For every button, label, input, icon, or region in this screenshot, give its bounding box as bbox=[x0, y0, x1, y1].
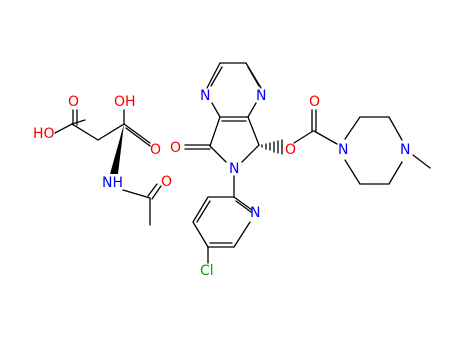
bond bbox=[209, 145, 227, 163]
nitrogen-label: N bbox=[256, 88, 266, 104]
bond bbox=[344, 116, 361, 140]
oxygen-label: O bbox=[161, 174, 172, 190]
oxygen-label: O bbox=[170, 140, 181, 156]
bond bbox=[196, 200, 211, 223]
stereo-wedge bbox=[110, 124, 124, 174]
bond bbox=[247, 66, 260, 87]
bond bbox=[209, 116, 221, 147]
bond bbox=[71, 119, 86, 125]
amine-label: NH bbox=[102, 175, 123, 191]
oxygen-label: O bbox=[68, 94, 79, 110]
nitrogen-label: N bbox=[250, 205, 260, 221]
oxygen-label: O bbox=[285, 142, 296, 158]
bond bbox=[122, 189, 151, 199]
bond bbox=[71, 123, 99, 141]
n-acetyl-aspartic-acid: HO O OH O NH O bbox=[33, 94, 172, 226]
nitrogen-label: N bbox=[400, 142, 410, 158]
nitrogen-label: N bbox=[200, 88, 210, 104]
bond bbox=[344, 159, 361, 185]
oxygen-label: O bbox=[150, 142, 161, 158]
bond bbox=[293, 130, 314, 144]
hydroxyl-label: HO bbox=[33, 126, 55, 142]
bond bbox=[233, 196, 253, 211]
stereo-hash bbox=[261, 139, 283, 155]
bond bbox=[206, 62, 221, 89]
bond bbox=[151, 185, 162, 200]
bond bbox=[192, 221, 209, 248]
bond bbox=[313, 130, 338, 145]
bond bbox=[54, 123, 73, 134]
oxygen-label: O bbox=[309, 94, 320, 110]
bond bbox=[147, 183, 158, 197]
hydroxyl-label: OH bbox=[114, 94, 136, 110]
bond bbox=[247, 116, 260, 146]
bond bbox=[125, 127, 151, 147]
bond bbox=[247, 102, 257, 118]
nitrogen-label: N bbox=[229, 161, 239, 177]
bond bbox=[388, 116, 403, 141]
bond bbox=[211, 102, 221, 118]
chlorine-label: Cl bbox=[200, 263, 214, 279]
bond bbox=[210, 66, 223, 87]
bond bbox=[123, 123, 151, 144]
nitrogen-label: N bbox=[338, 142, 348, 158]
bond bbox=[388, 161, 403, 185]
bond bbox=[235, 200, 252, 213]
bond bbox=[241, 144, 260, 163]
bond bbox=[233, 221, 251, 248]
zopiclone: N N O N O O N N N Cl bbox=[170, 62, 431, 279]
bond bbox=[97, 123, 125, 141]
bond bbox=[192, 196, 209, 223]
bond bbox=[412, 154, 431, 169]
